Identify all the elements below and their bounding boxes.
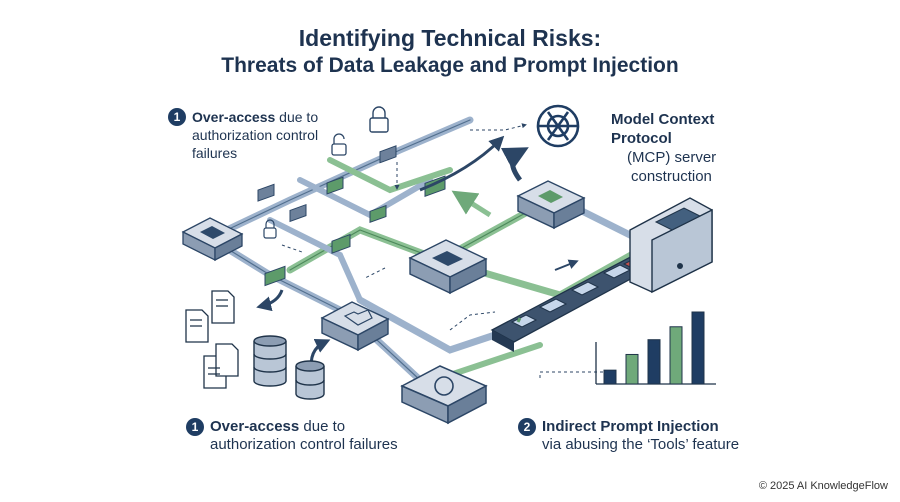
callout-rest: authorization control failures — [192, 127, 319, 161]
page-title: Identifying Technical Risks: Threats of … — [0, 24, 900, 80]
bar-chart-bar — [603, 369, 617, 385]
callout-inline: due to — [275, 109, 319, 125]
callout-inline: due to — [299, 418, 346, 435]
bar-chart-icon — [595, 311, 716, 385]
server-chip-center — [408, 239, 488, 295]
mcp-line-3: (MCP) server — [627, 149, 717, 166]
copyright-footer: © 2025 AI KnowledgeFlow — [758, 480, 888, 492]
number-badge: 1 — [168, 108, 186, 126]
callout-over-access-top: 1 Over-access due to authorization contro… — [168, 108, 358, 162]
lock-icon — [369, 106, 389, 133]
database-icon — [253, 335, 287, 387]
title-line-1: Identifying Technical Risks: — [298, 25, 602, 51]
document-icons — [185, 290, 239, 389]
small-lock-icon — [263, 219, 277, 239]
bar-chart-bar — [625, 353, 639, 385]
bar-chart-bar — [647, 339, 661, 385]
server-chip-right — [516, 180, 586, 230]
database-icon-2 — [295, 360, 325, 400]
bar-chart-bar — [691, 311, 705, 385]
title-line-2: Threats of Data Leakage and Prompt Injec… — [221, 54, 679, 77]
bar-chart-bar — [669, 326, 683, 385]
mcp-logo-icon — [536, 104, 580, 148]
openai-logo-icon — [434, 376, 454, 396]
callout-rest: authorization control failures — [210, 436, 398, 453]
callout-prompt-injection: 2 Indirect Prompt Injection via abusing t… — [518, 418, 758, 454]
mcp-server-machine — [629, 197, 713, 294]
openai-chip — [400, 365, 488, 425]
callout-bold: Over-access — [210, 418, 300, 435]
callout-rest: via abusing the ‘Tools’ feature — [542, 436, 740, 453]
mcp-bold-1: Model Context — [611, 111, 715, 128]
number-badge: 2 — [518, 418, 536, 436]
folder-hub-chip — [320, 301, 390, 352]
server-chip-left — [181, 217, 244, 262]
callout-over-access-bottom: 1 Over-access due to authorization contro… — [186, 418, 416, 454]
callout-bold: Indirect Prompt Injection — [542, 418, 719, 435]
mcp-label: Model Context Protocol (MCP) server cons… — [611, 110, 751, 186]
number-badge: 1 — [186, 418, 204, 436]
callout-bold: Over-access — [192, 109, 276, 125]
mcp-bold-2: Protocol — [611, 130, 672, 147]
mcp-line-4: construction — [631, 168, 712, 185]
unlocked-icon — [331, 133, 347, 156]
